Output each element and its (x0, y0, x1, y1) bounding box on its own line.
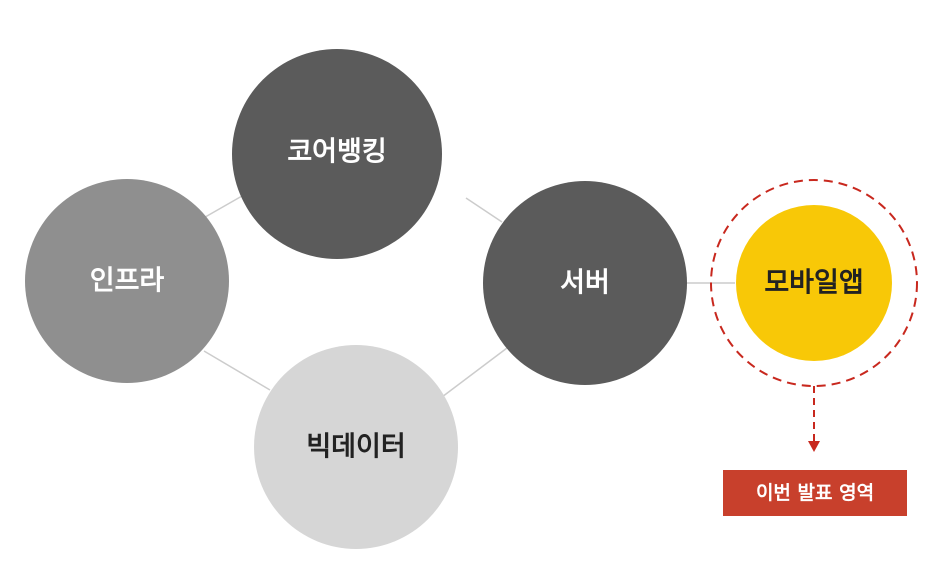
node-infra-label: 인프라 (90, 266, 165, 297)
callout-badge-label: 이번 발표 영역 (756, 482, 874, 504)
connector-core-server (465, 197, 503, 223)
node-infra-circle (25, 179, 229, 383)
node-core-banking: 코어뱅킹 (232, 49, 442, 259)
node-big-data: 빅데이터 (254, 345, 458, 549)
callout-arrow-head (808, 441, 820, 452)
node-mobile-app-circle (736, 205, 892, 361)
connector-core-infra (199, 195, 243, 221)
node-mobile-app: 모바일앱 (736, 205, 892, 361)
node-server-circle (483, 181, 687, 385)
node-infra: 인프라 (25, 179, 229, 383)
node-big-data-circle (254, 345, 458, 549)
node-mobile-app-label: 모바일앱 (764, 268, 863, 299)
connector-infra-bigdata (203, 350, 271, 391)
node-server: 서버 (483, 181, 687, 385)
callout-badge: 이번 발표 영역 (723, 470, 907, 516)
node-core-banking-circle (232, 49, 442, 259)
node-big-data-label: 빅데이터 (306, 432, 405, 463)
highlight-ring (710, 179, 918, 387)
node-server-label: 서버 (560, 268, 610, 299)
connector-server-bigdata (441, 347, 508, 398)
node-core-banking-label: 코어뱅킹 (287, 137, 386, 168)
callout-badge-bg (723, 470, 907, 516)
